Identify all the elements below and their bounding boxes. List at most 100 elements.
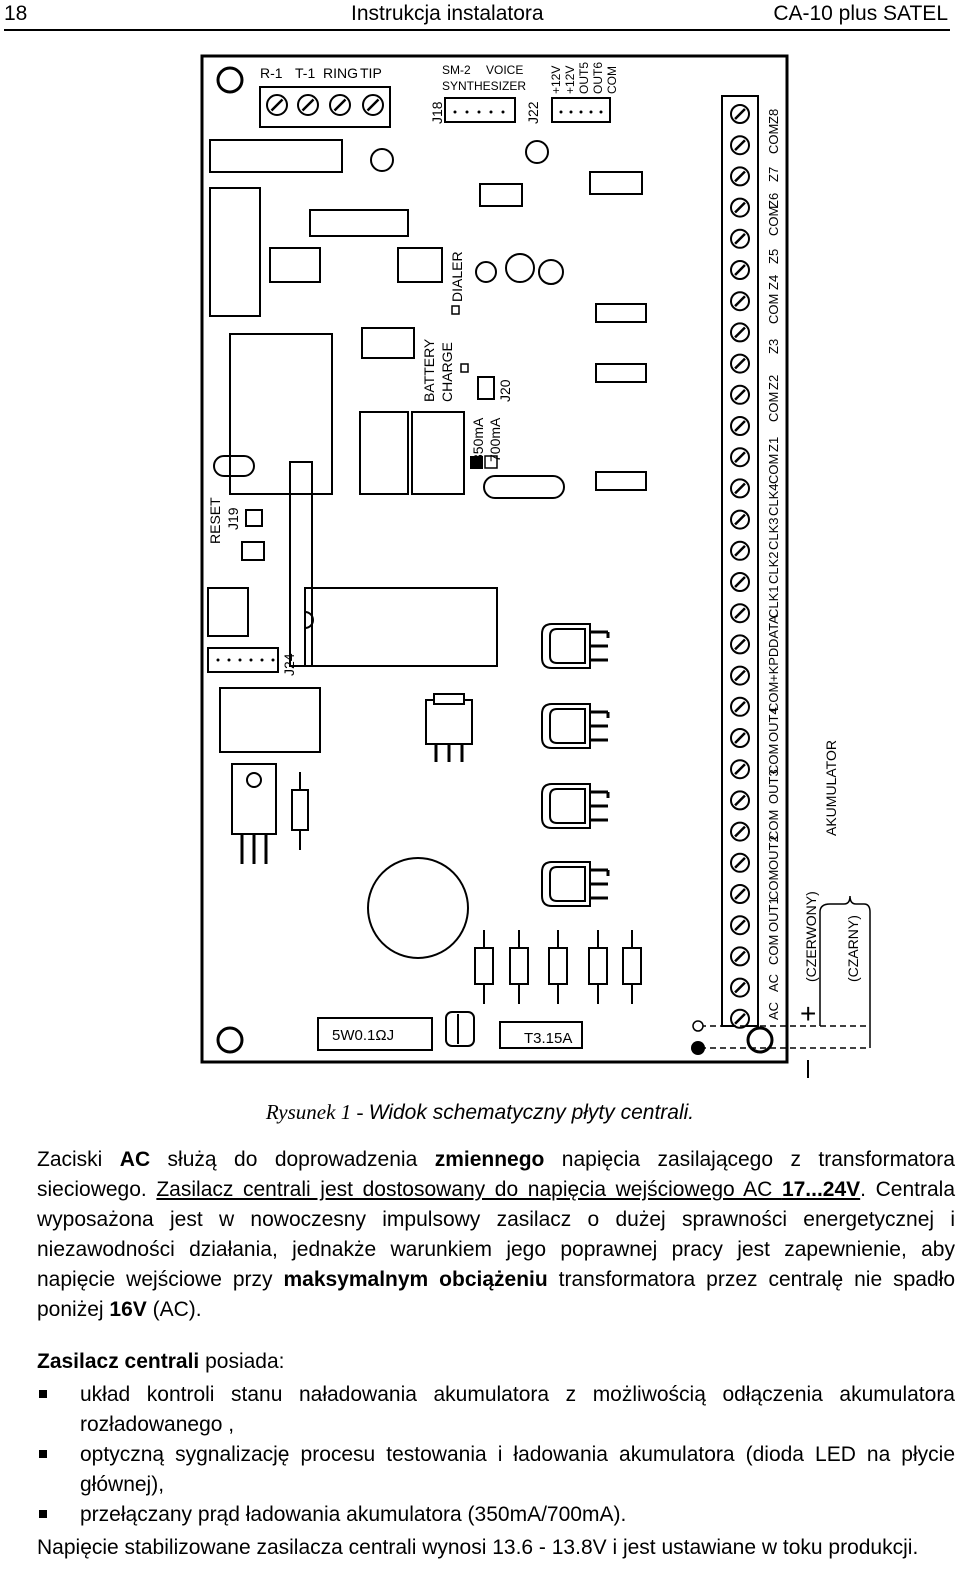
j22-label: J22: [525, 101, 541, 124]
ma350-label: 350mA: [470, 417, 486, 462]
j22-pin-label: +12V: [563, 66, 577, 94]
czarny-label: (CZARNY): [845, 915, 861, 982]
terminal-strip-label: COM: [766, 810, 781, 840]
resistor: [588, 947, 608, 985]
telephone-terminal-block: [259, 86, 391, 128]
terminal-screw-slot: [734, 950, 746, 963]
output-transistor: [541, 783, 591, 829]
terminal-screw-slot: [734, 544, 746, 557]
j24-connector: [207, 647, 279, 673]
terminal-label-tip: TIP: [360, 65, 382, 81]
terminal-strip-label: COM: [766, 682, 781, 712]
resistor: [474, 947, 494, 985]
list-item: przełączany prąd ładowania akumulatora (…: [37, 1500, 955, 1530]
board-schematic: R-1 T-1 RING TIP SM-2 VOICE SYNTHESIZER …: [200, 54, 871, 1078]
feature-list: układ kontroli stanu naładowania akumula…: [37, 1380, 955, 1530]
output-transistor-inner: [549, 628, 586, 664]
screw-terminal-slot: [301, 98, 315, 112]
j22-pin-label: OUT6: [591, 62, 605, 94]
j19-label: J19: [225, 507, 241, 530]
terminal-screw-slot: [734, 513, 746, 526]
terminal-strip-label: +KPD: [766, 648, 781, 682]
terminal-screw-slot: [734, 264, 746, 276]
terminal-screw-slot: [734, 420, 746, 432]
fuse-holder-cap: [445, 1011, 475, 1047]
p2-text: posiada:: [199, 1350, 285, 1373]
electrolytic-capacitor: [367, 857, 469, 959]
component-rect: [361, 327, 415, 359]
terminal-screw-slot: [734, 981, 746, 994]
terminal-strip-label: COM: [766, 870, 781, 900]
transistor: [425, 699, 473, 745]
j22-pin-label: +12V: [549, 66, 563, 94]
terminal-strip-label: CLK2: [766, 551, 781, 584]
terminal-strip-label: Z2: [766, 375, 781, 390]
component-circle: [525, 140, 549, 164]
terminal-screw-slot: [734, 794, 746, 807]
p1-underline: Zasilacz centrali jest dostosowany do na…: [156, 1178, 782, 1201]
terminal-screw-slot: [734, 357, 746, 370]
terminal-screw-slot: [734, 170, 746, 183]
terminal-screw-slot: [734, 763, 746, 776]
paragraph-stabilized-voltage: Napięcie stabilizowane zasilacza central…: [37, 1536, 919, 1559]
regulator-hole: [246, 772, 262, 788]
bullet-square-icon: [39, 1450, 47, 1458]
capacitor-long: [289, 461, 313, 667]
terminal-screw-slot: [734, 888, 746, 900]
akumulator-label: AKUMULATOR: [823, 740, 839, 836]
transistor-tab: [433, 693, 465, 705]
terminal-screw-slot: [734, 576, 746, 588]
component-circle: [505, 253, 535, 283]
header-product: CA-10 plus SATEL: [773, 2, 948, 25]
output-transistors: [541, 623, 610, 907]
bottom-resistors: [474, 930, 642, 1004]
terminal-strip-label: CLK1: [766, 585, 781, 618]
output-transistor: [541, 623, 591, 669]
czerwony-label: (CZERWONY): [803, 891, 819, 982]
mounting-hole: [746, 1026, 774, 1054]
component-circle: [538, 259, 564, 285]
p1-bold-max-load: maksymalnym obciążeniu: [283, 1268, 548, 1291]
j24-pins: [216, 658, 275, 662]
connector-pin: [260, 658, 264, 662]
j20-label: J20: [497, 379, 513, 402]
p1-text: (AC).: [146, 1298, 202, 1321]
plus-sign: +: [800, 998, 816, 1029]
terminal-strip-label: DATA: [766, 615, 781, 648]
p1-bold-16v: 16V: [109, 1298, 147, 1321]
resistor: [622, 947, 642, 985]
component-rect: [359, 411, 409, 495]
resistor: [548, 947, 568, 985]
terminal-strip-label: AC: [766, 1002, 781, 1020]
terminal-strip-label: COM: [766, 744, 781, 774]
page-header: 18 Instrukcja instalatora CA-10 plus SAT…: [0, 0, 960, 31]
output-transistor: [541, 861, 591, 907]
terminal-screw-slot: [734, 607, 746, 620]
output-transistor: [541, 703, 591, 749]
terminal-label-r1: R-1: [260, 65, 283, 81]
j18-connector: [444, 97, 516, 123]
terminal-strip-label: CLK4: [766, 483, 781, 516]
ic-notch: [304, 611, 314, 629]
charge-led: [460, 363, 469, 373]
battery-lead-minus-end: [691, 1041, 705, 1055]
terminal-strip-label: COM: [766, 294, 781, 324]
terminal-strip-label: OUT4: [766, 707, 781, 742]
j22-connector: [551, 97, 611, 123]
bullet-square-icon: [39, 1390, 47, 1398]
terminal-screw-slot: [734, 108, 746, 120]
terminal-strip-label: COM: [766, 206, 781, 236]
p1-bold-voltage-range: 17...24V: [781, 1178, 861, 1201]
terminal-strip-label: COM: [766, 935, 781, 965]
component-rect: [219, 687, 321, 753]
terminal-strip-label: COM: [766, 392, 781, 422]
terminal-strip-label: OUT3: [766, 769, 781, 804]
list-item-text: przełączany prąd ładowania akumulatora (…: [80, 1503, 627, 1526]
terminal-screw-slot: [734, 295, 746, 308]
figure-caption: Rysunek 1 - Widok schematyczny płyty cen…: [0, 1100, 960, 1125]
p1-text: służą do doprowadzenia: [150, 1148, 435, 1171]
component-rect: [479, 183, 523, 207]
component-rect: [411, 411, 465, 495]
fuse-label: T3.15A: [524, 1030, 572, 1047]
